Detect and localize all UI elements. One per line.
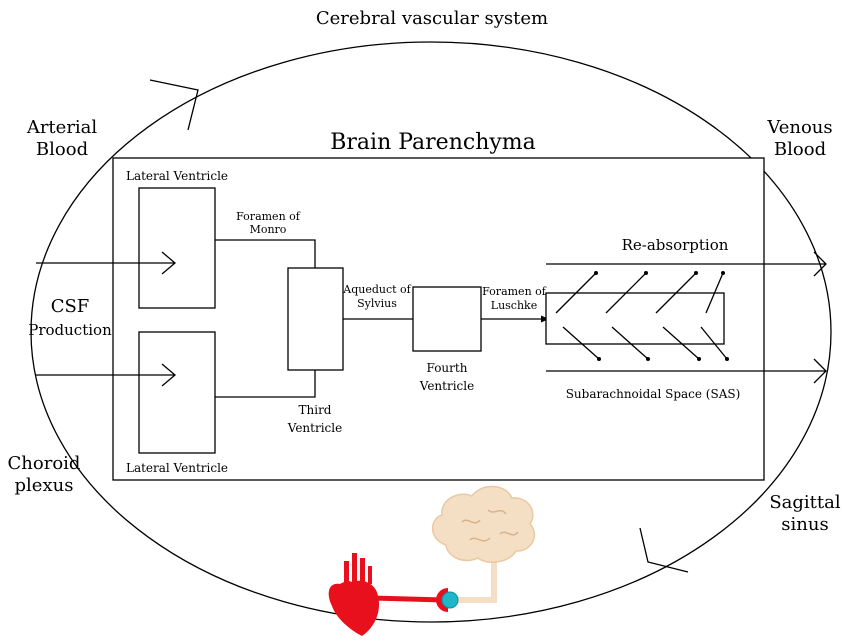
brain-icon xyxy=(432,485,536,603)
label-sagittal-sinus: sinus xyxy=(781,514,828,535)
inflow-arrowhead-bottom xyxy=(161,363,177,387)
label-fourth-ventricle: Ventricle xyxy=(419,379,474,393)
label-foramen-monro-1: Foramen of xyxy=(236,210,301,223)
lateral-ventricle-top xyxy=(138,187,216,309)
label-foramen-monro-2: Monro xyxy=(250,223,287,236)
label-third: Third xyxy=(299,403,332,417)
label-third-ventricle: Ventricle xyxy=(287,421,342,435)
label-brain-parenchyma: Brain Parenchyma xyxy=(330,130,536,155)
label-csf-production: Production xyxy=(28,321,112,339)
reabsorption-arrowhead xyxy=(813,251,827,277)
loop-arrow-top-left xyxy=(149,79,199,131)
label-choroid: Choroid xyxy=(8,453,81,474)
heart-icon xyxy=(328,553,380,636)
artery-line xyxy=(371,595,445,603)
vascular-loop xyxy=(30,41,832,623)
sas-box xyxy=(545,292,725,345)
label-choroid-plexus: plexus xyxy=(15,475,74,496)
pump-icon xyxy=(436,588,459,612)
label-sagittal: Sagittal xyxy=(769,492,841,513)
label-fourth: Fourth xyxy=(427,361,468,375)
label-foramen-luschke-2: Luschke xyxy=(491,299,537,312)
label-arterial-blood: Blood xyxy=(36,139,88,160)
upward-diagonal-arrows xyxy=(555,271,725,314)
third-ventricle-lower-connector xyxy=(215,370,316,398)
lateral-ventricle-bottom xyxy=(138,331,216,454)
label-reabsorption: Re-absorption xyxy=(622,236,729,254)
label-venous-blood: Blood xyxy=(774,139,826,160)
fourth-ventricle-box xyxy=(412,286,482,352)
label-cerebral-vascular-system: Cerebral vascular system xyxy=(316,8,548,29)
third-ventricle-box xyxy=(287,267,344,371)
label-foramen-luschke-1: Foramen of xyxy=(482,285,547,298)
label-lateral-ventricle-bottom: Lateral Ventricle xyxy=(126,461,228,475)
foramen-monro-connector xyxy=(215,239,316,268)
label-aqueduct: Aqueduct of xyxy=(342,283,411,296)
loop-arrow-bottom-right xyxy=(639,527,689,573)
inflow-arrowhead-top xyxy=(161,251,177,275)
label-venous: Venous xyxy=(766,117,832,138)
downward-diagonal-arrows xyxy=(562,326,729,361)
label-sas: Subarachnoidal Space (SAS) xyxy=(566,387,741,401)
sas-outflow-arrowhead xyxy=(813,358,827,384)
label-arterial: Arterial xyxy=(26,117,98,138)
label-lateral-ventricle-top: Lateral Ventricle xyxy=(126,169,228,183)
label-csf: CSF xyxy=(51,296,90,317)
luschke-arrowhead xyxy=(541,315,549,323)
label-aqueduct-sylvius: Sylvius xyxy=(357,297,397,310)
